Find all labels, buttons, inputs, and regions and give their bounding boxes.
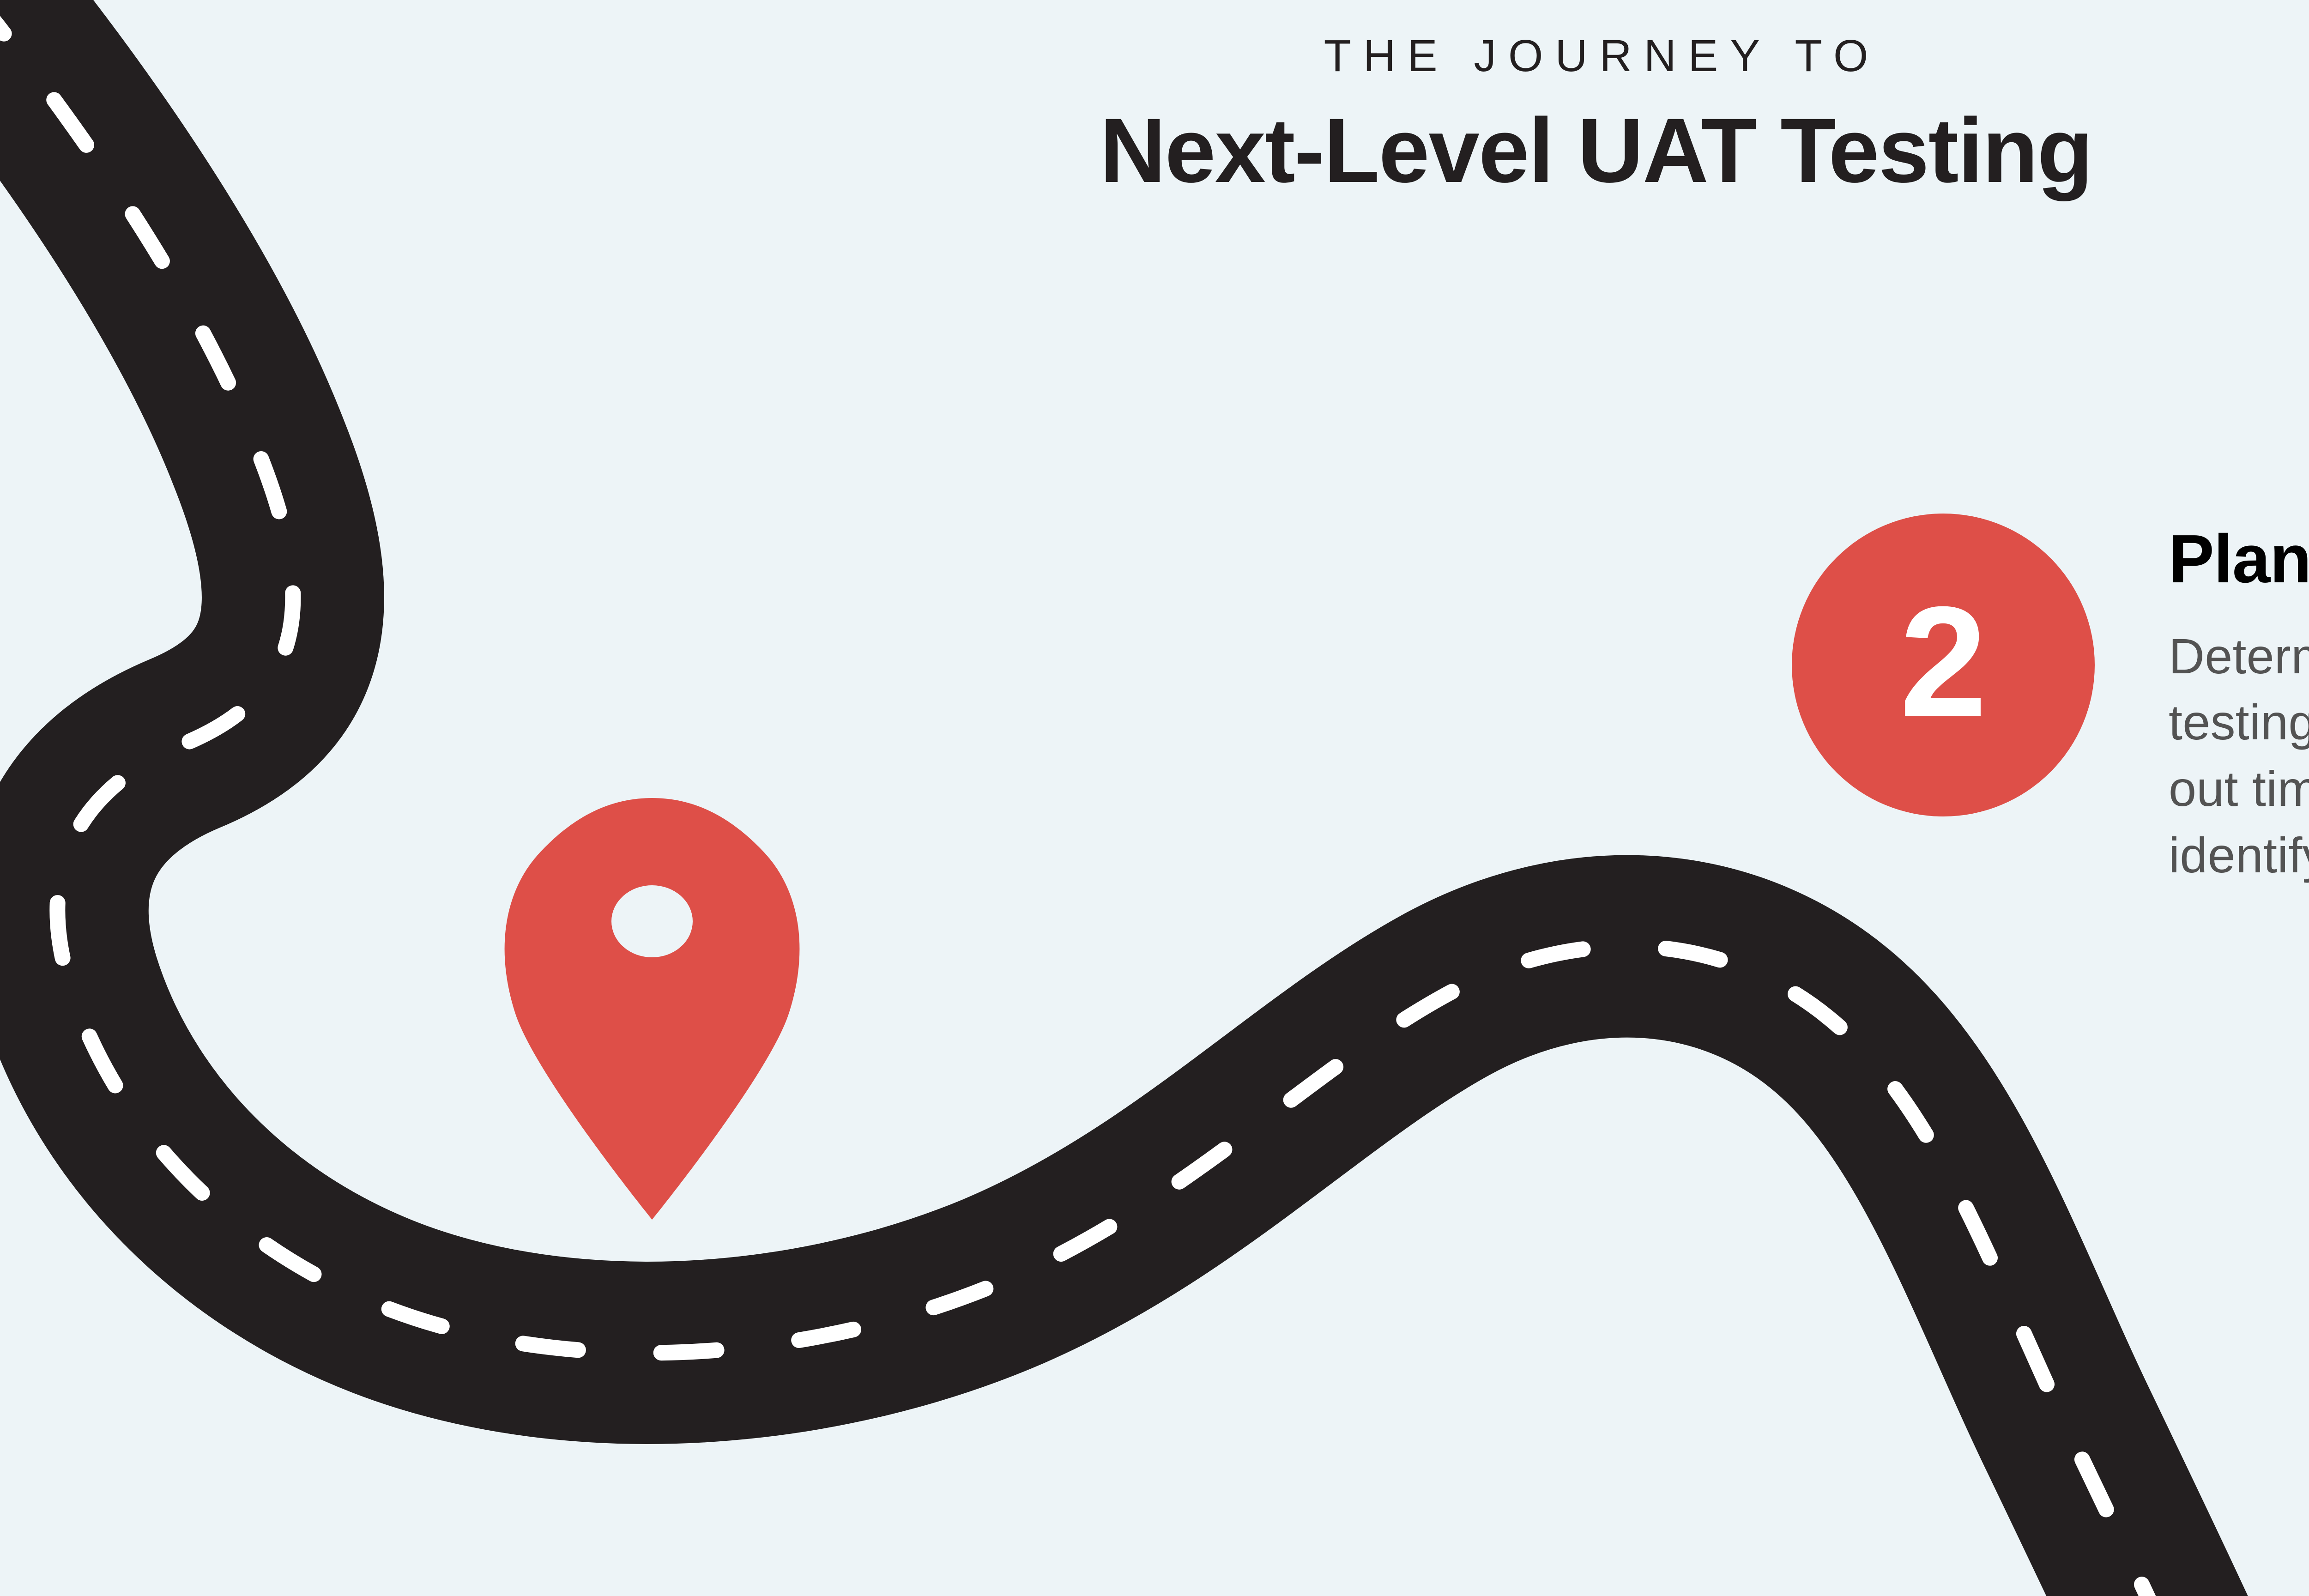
map-pin-icon	[504, 798, 800, 1220]
step-number-badge: 2	[1792, 514, 2095, 816]
map-pin-hole	[611, 885, 693, 957]
header-block: THE JOURNEY TO Next-Level UAT Testing	[0, 28, 2309, 202]
step-text-block: Plan to succeed Determine project object…	[2169, 514, 2309, 888]
page-title: Next-Level UAT Testing	[1100, 99, 2093, 202]
step-number-label: 2	[1899, 574, 1987, 750]
eyebrow-text: THE JOURNEY TO	[1324, 30, 1880, 81]
road-lane-dashes	[0, 16, 2156, 1596]
step-description: Determine project objectives, define the…	[2169, 628, 2309, 883]
step-card: 2 Plan to succeed Determine project obje…	[1792, 514, 2309, 888]
step-heading: Plan to succeed	[2169, 521, 2309, 597]
map-pin-marker	[504, 798, 800, 1220]
